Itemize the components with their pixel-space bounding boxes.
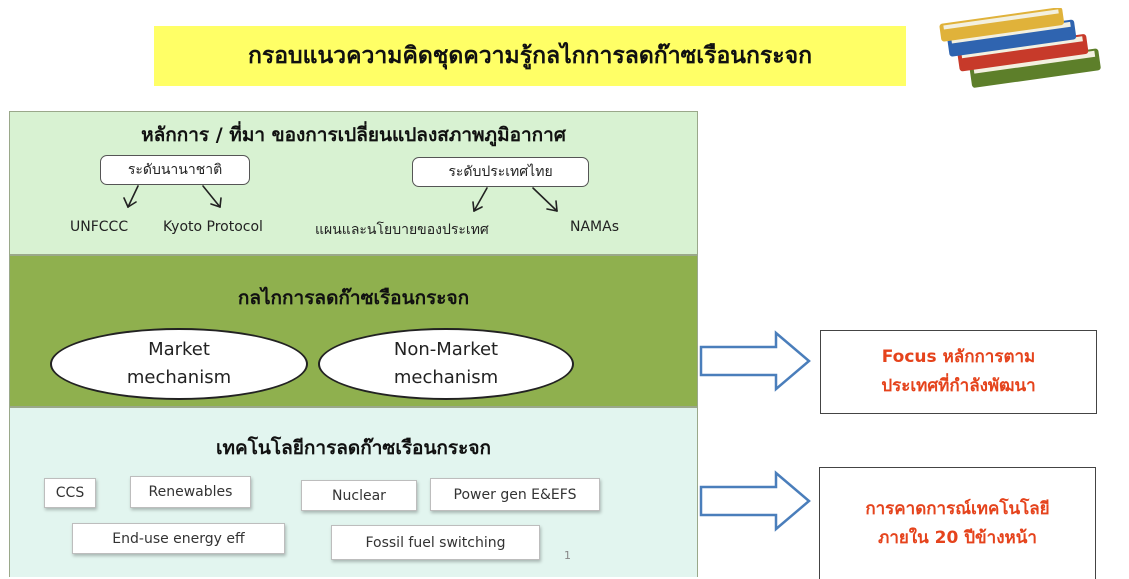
tech-nuclear: Nuclear bbox=[301, 480, 417, 511]
tech-ccs: CCS bbox=[44, 478, 96, 508]
tech-fossil-fuel-switching: Fossil fuel switching bbox=[331, 525, 540, 560]
page-title: กรอบแนวความคิดชุดความรู้กลไกการลดก๊าซเรื… bbox=[154, 26, 906, 86]
non-market-mechanism-line1: Non-Market bbox=[393, 339, 499, 361]
technology-forecast-line1: การคาดการณ์เทคโนโลยี bbox=[865, 498, 1050, 519]
focus-principle-box: Focus หลักการตาม ประเทศที่กำลังพัฒนา bbox=[820, 330, 1097, 414]
international-level-box: ระดับนานาชาติ bbox=[100, 155, 250, 185]
national-policy-label: แผนและนโยบายของประเทศ bbox=[315, 222, 489, 238]
technology-forecast-line2: ภายใน 20 ปีข้างหน้า bbox=[878, 527, 1037, 548]
principles-heading: หลักการ / ที่มา ของการเปลี่ยนแปลงสภาพภูม… bbox=[141, 124, 566, 146]
non-market-mechanism-line2: mechanism bbox=[393, 367, 499, 388]
page-number: 1 bbox=[564, 549, 571, 562]
mechanisms-heading: กลไกการลดก๊าซเรือนกระจก bbox=[237, 287, 470, 309]
namas-label: NAMAs bbox=[570, 219, 619, 235]
tech-end-use-energy: End-use energy eff bbox=[72, 523, 285, 554]
technology-forecast-box: การคาดการณ์เทคโนโลยี ภายใน 20 ปีข้างหน้า bbox=[819, 467, 1096, 579]
focus-principle-line1: Focus หลักการตาม bbox=[881, 347, 1036, 368]
market-mechanism-ellipse: Market mechanism bbox=[50, 328, 308, 400]
books-icon bbox=[939, 8, 1101, 88]
focus-principle-line2: ประเทศที่กำลังพัฒนา bbox=[881, 376, 1036, 396]
tech-power-gen: Power gen E&EFS bbox=[430, 478, 600, 511]
non-market-mechanism-ellipse: Non-Market mechanism bbox=[318, 328, 574, 400]
market-mechanism-line1: Market bbox=[148, 339, 210, 361]
tech-renewables: Renewables bbox=[130, 476, 251, 508]
thailand-level-box: ระดับประเทศไทย bbox=[412, 157, 589, 187]
block-arrow-right-icon bbox=[699, 330, 811, 392]
block-arrow-right-icon bbox=[699, 470, 811, 532]
kyoto-protocol-label: Kyoto Protocol bbox=[163, 219, 263, 235]
market-mechanism-line2: mechanism bbox=[126, 367, 232, 388]
technology-heading: เทคโนโลยีการลดก๊าซเรือนกระจก bbox=[216, 437, 491, 459]
unfccc-label: UNFCCC bbox=[70, 219, 129, 235]
